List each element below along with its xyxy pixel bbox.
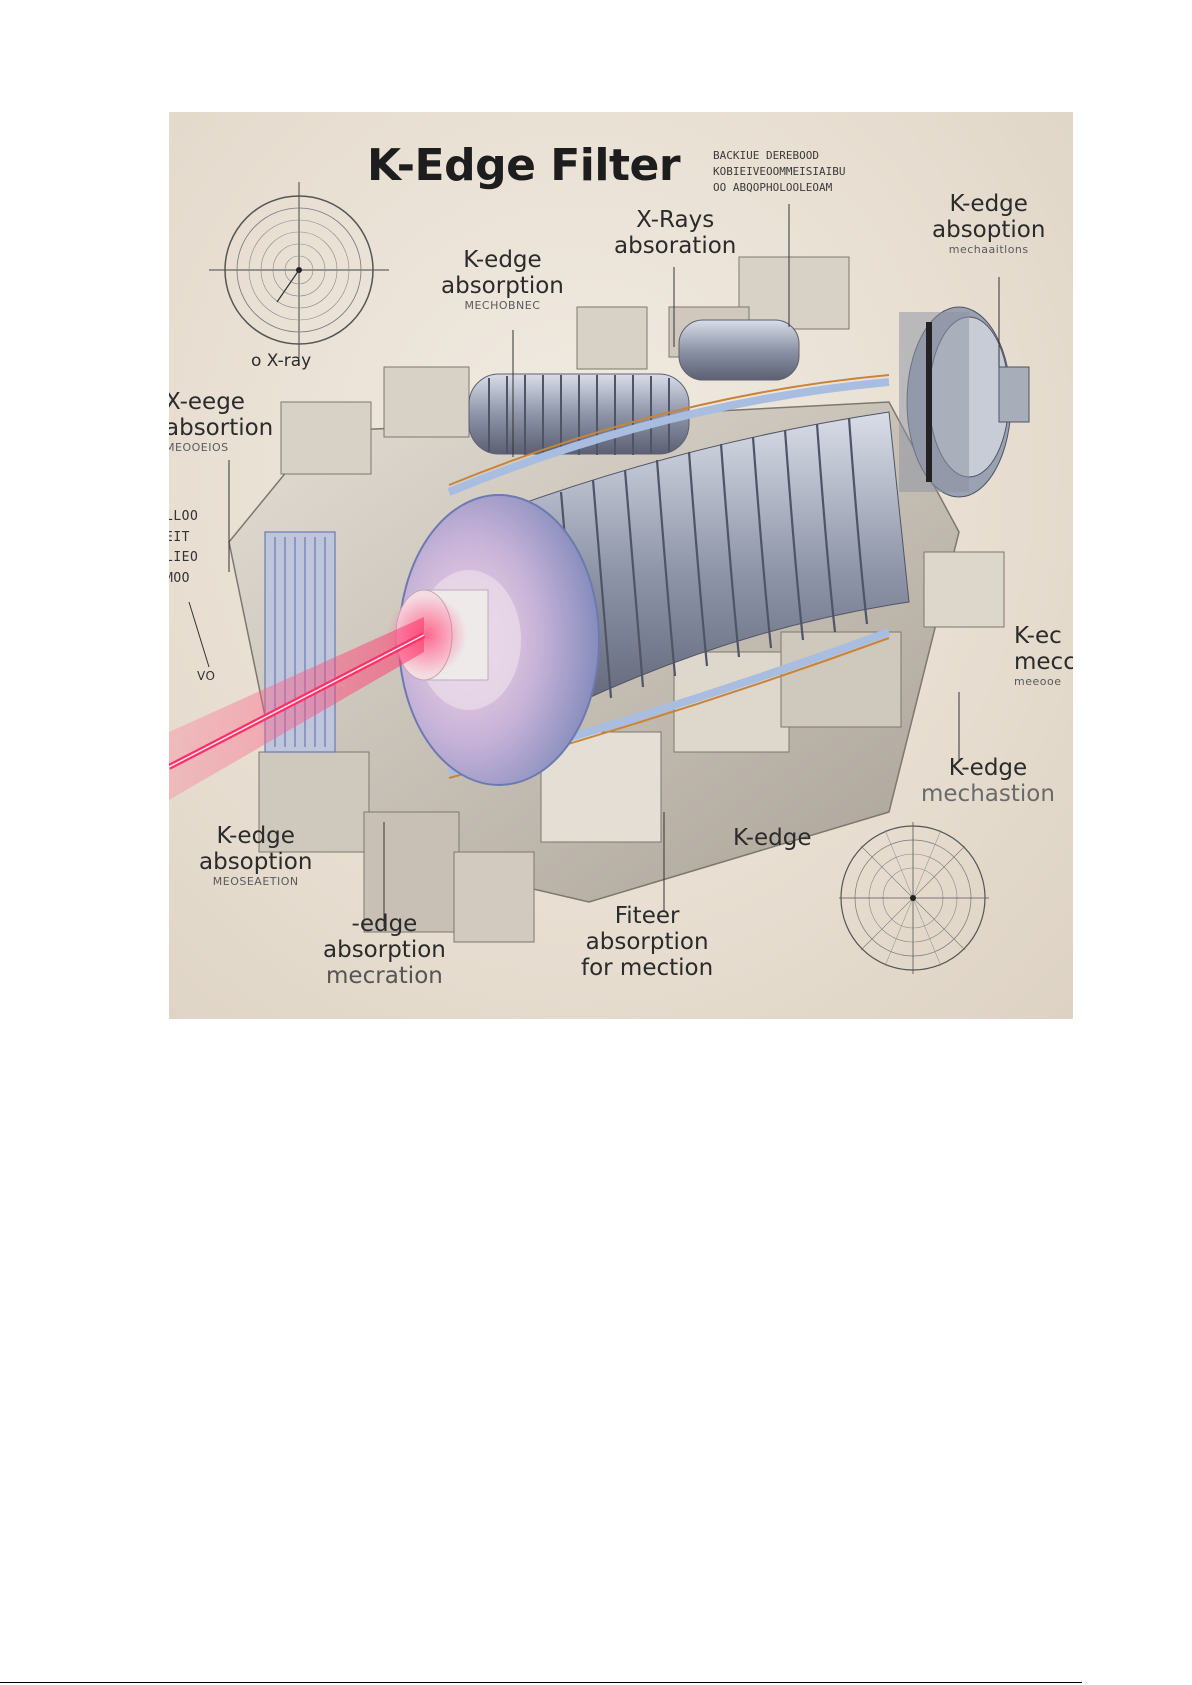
label-kedge-top-right: K-edge absoption mechaaitlons bbox=[932, 191, 1046, 256]
label-kedge-top-left: K-edge absorption MECHOBNEC bbox=[441, 247, 564, 312]
machine-drawing bbox=[169, 182, 1030, 974]
dial-bottom-right bbox=[839, 822, 989, 974]
label-kedge-bottom-left: K-edge absoption MEOSEAETION bbox=[199, 823, 313, 888]
label-xray-left: o X-ray bbox=[251, 351, 312, 371]
label-kedge-center: K-edge bbox=[733, 825, 812, 851]
dial-top-left bbox=[209, 182, 389, 358]
end-cap bbox=[899, 306, 1030, 498]
fineprint-block: BACKIUE DEREBOOD KOBIEIVEOOMMEISIAIBU OO… bbox=[713, 148, 863, 196]
page-footer-rule bbox=[0, 1682, 1082, 1683]
figure-title: K-Edge Filter bbox=[367, 140, 681, 191]
k-edge-filter-illustration: K-Edge Filter BACKIUE DEREBOOD KOBIEIVEO… bbox=[169, 112, 1073, 1019]
label-left-small: LLOO EIT LIEO MOO bbox=[169, 509, 199, 586]
label-filter-bottom: Fiteer absorption for mection bbox=[581, 903, 714, 981]
fineprint-line: BACKIUE DEREBOOD bbox=[713, 149, 819, 162]
label-xrays-top: X-Rays absoration bbox=[614, 207, 737, 259]
label-left-small2: VO bbox=[197, 669, 216, 683]
label-xedge-left: X-eege absortion MEOOEIOS bbox=[169, 389, 274, 454]
xray-beam bbox=[169, 617, 426, 800]
label-edge-bottom-mid: -edge absorption mecration bbox=[323, 911, 446, 989]
fineprint-line: KOBIEIVEOOMMEISIAIBU bbox=[713, 164, 846, 178]
label-kedge-right-cut: K-ec mecc meeooe bbox=[1014, 623, 1073, 688]
label-kedge-mech-right: K-edge mechastion bbox=[921, 755, 1055, 807]
leader-lines bbox=[188, 204, 1000, 927]
fineprint-line: OO ABQOPHOLOOLEOAM bbox=[713, 180, 833, 194]
upper-coil bbox=[468, 319, 800, 455]
